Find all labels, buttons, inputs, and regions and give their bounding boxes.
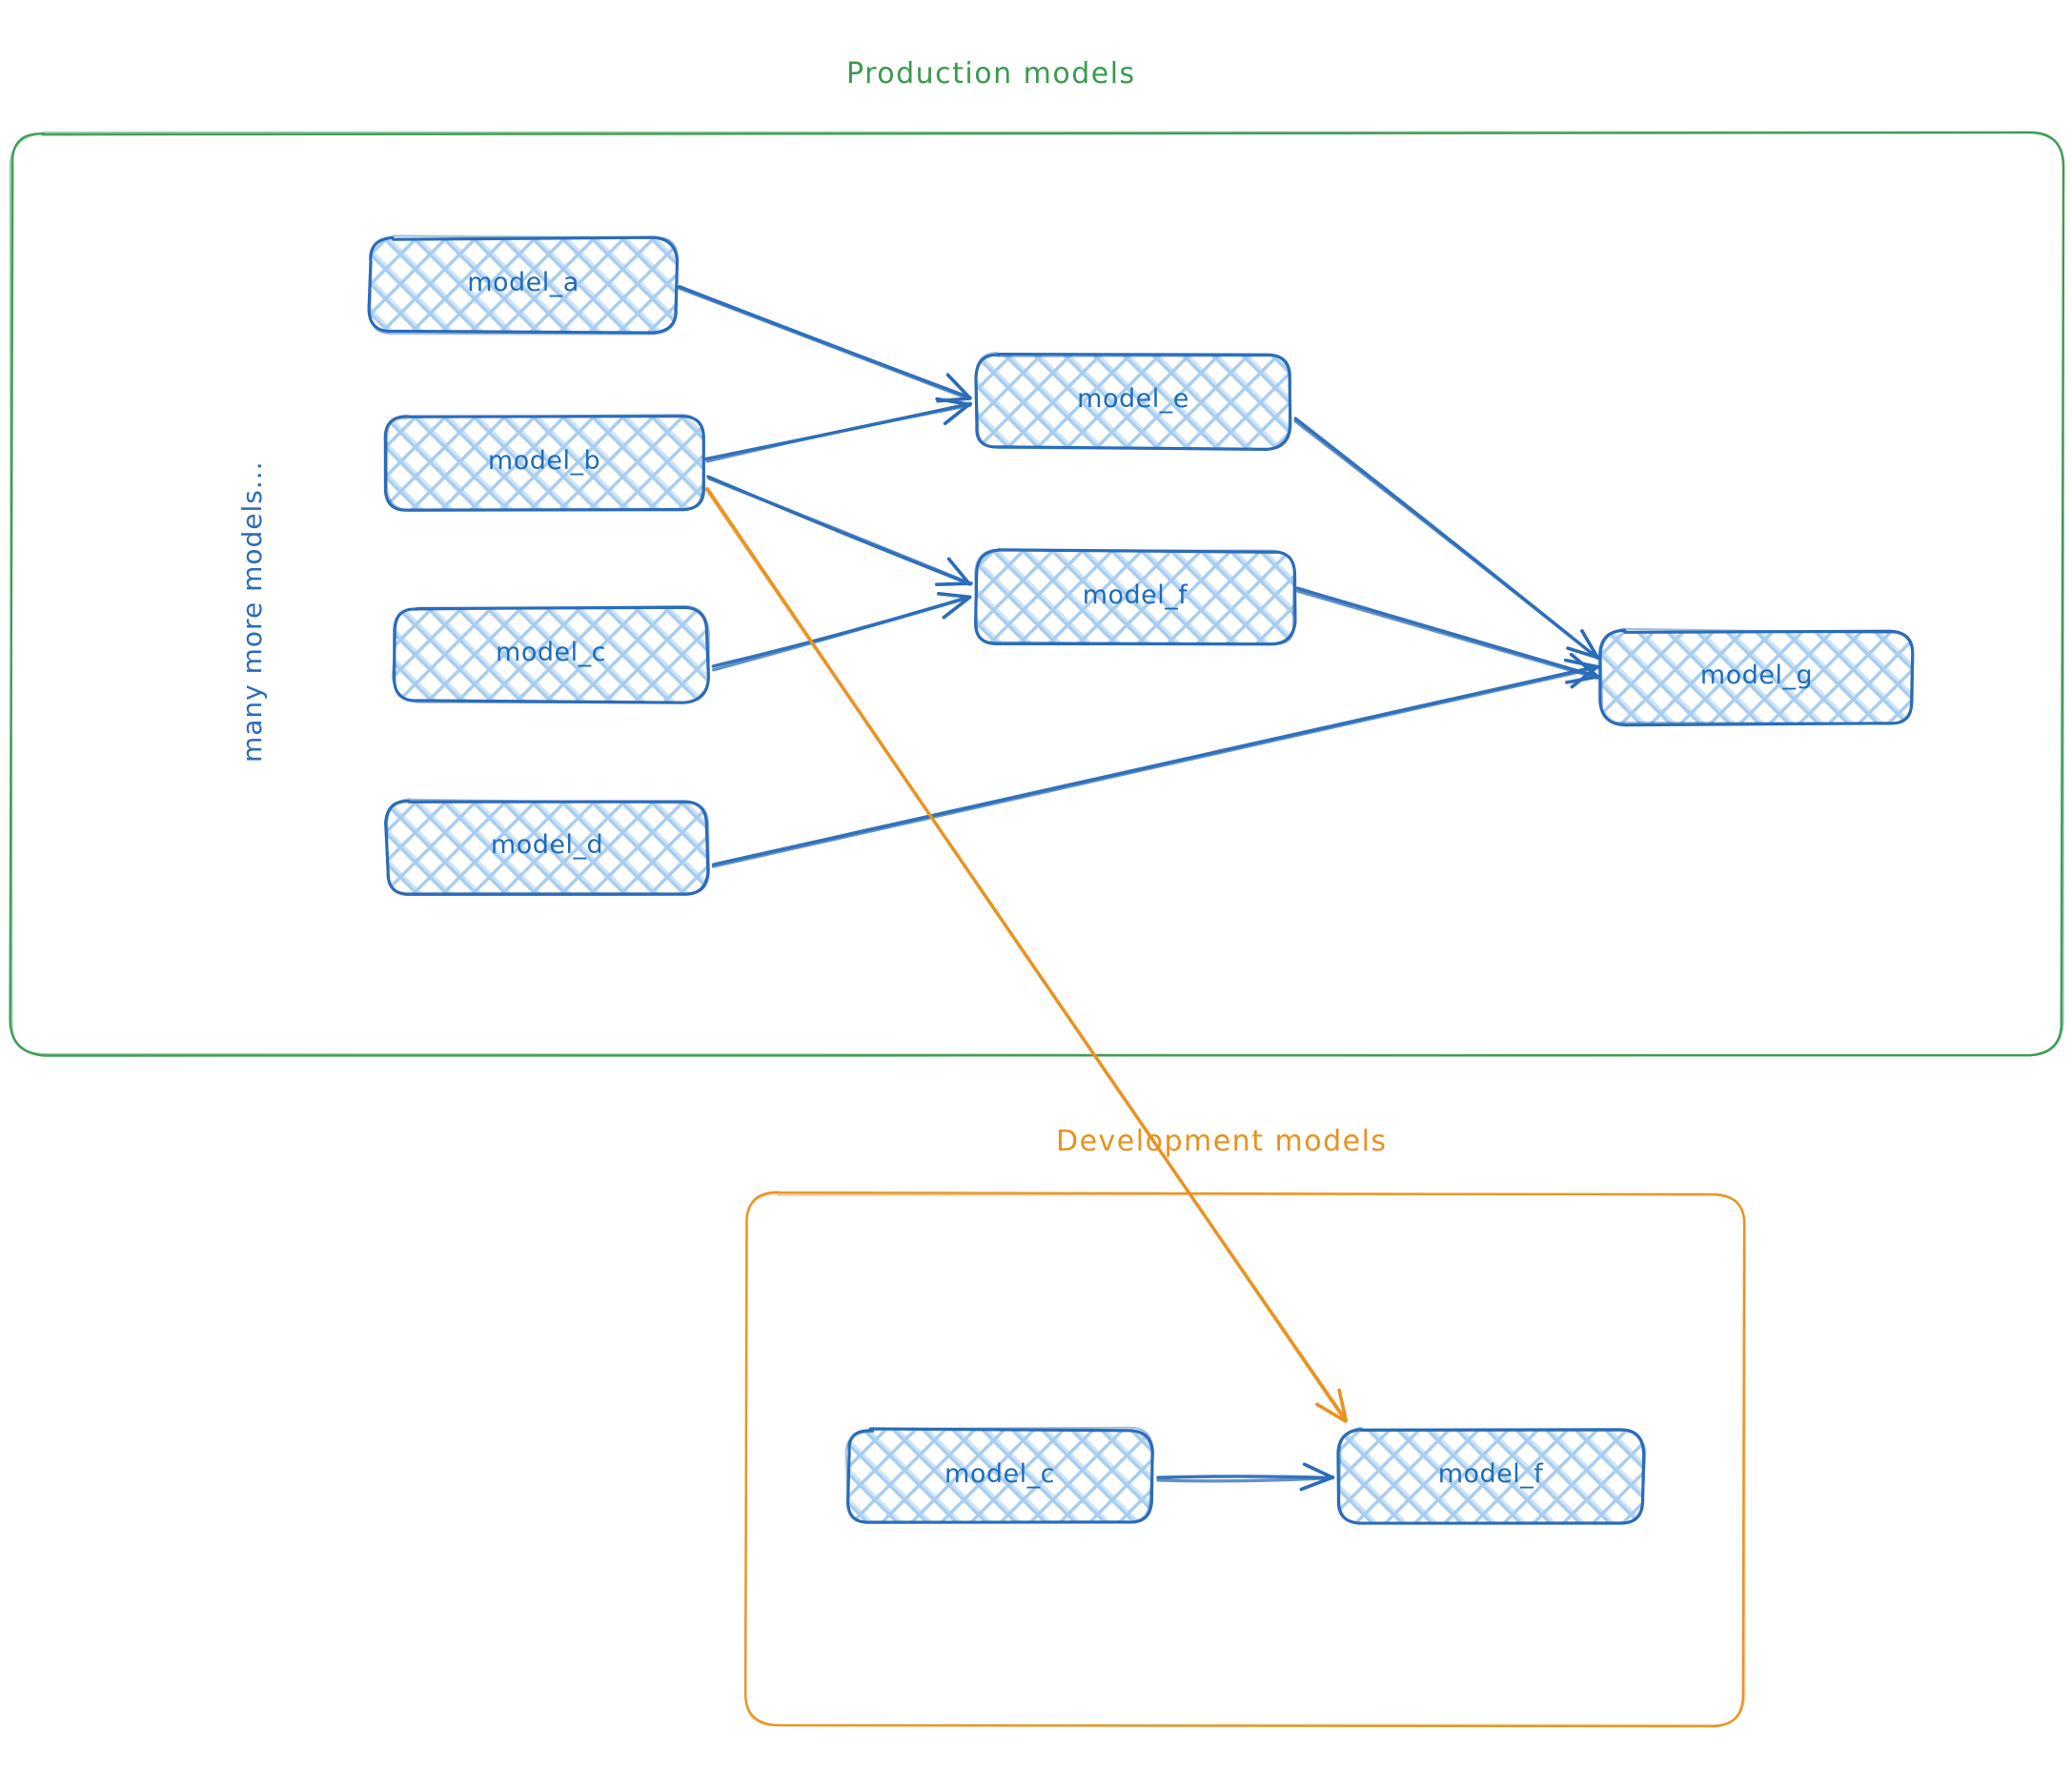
edge-f-to-g [1295,586,1600,684]
edge-c-to-f [711,592,972,672]
node-prod_model_b[interactable] [383,414,706,512]
node-dev_model_f[interactable] [1336,1426,1647,1525]
node-prod_model_g[interactable] [1598,627,1915,727]
group-container-development [743,1191,1746,1728]
edge-b-to-f [706,475,973,586]
edge-dev-c-to-dev-f [1156,1462,1335,1492]
node-prod_model_f[interactable] [974,548,1297,646]
edge-e-to-g [1293,417,1600,661]
node-prod_model_d[interactable] [384,798,711,896]
node-dev_model_c[interactable] [844,1426,1155,1524]
group-containers-layer [9,131,2065,1728]
group-container-production [9,131,2065,1057]
edges-layer [676,285,1600,1492]
node-prod_model_a[interactable] [367,234,680,336]
edge-b-to-dev-f [704,487,1349,1423]
edge-a-to-e [676,285,972,403]
node-prod_model_e[interactable] [974,351,1292,451]
node-prod_model_c[interactable] [391,604,710,704]
nodes-layer [367,234,1915,1525]
edge-d-to-g [711,658,1600,868]
edge-b-to-e [704,397,973,463]
